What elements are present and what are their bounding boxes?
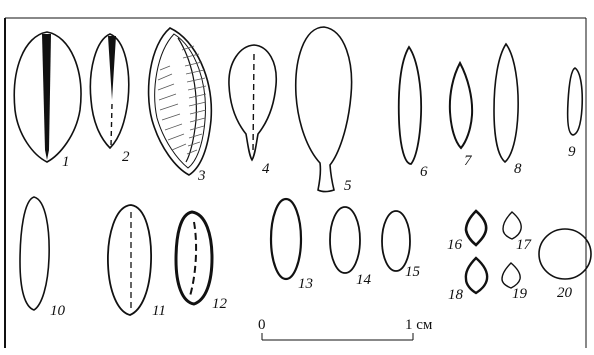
specimen-1 — [13, 31, 82, 163]
label-specimen-10: 10 — [50, 303, 65, 319]
label-specimen-3: 3 — [198, 168, 206, 184]
label-specimen-19: 19 — [512, 286, 527, 302]
label-specimen-2: 2 — [122, 149, 130, 165]
label-specimen-16: 16 — [447, 237, 462, 253]
specimen-12 — [174, 210, 214, 306]
specimen-9 — [566, 67, 584, 136]
specimen-11 — [107, 204, 152, 316]
label-specimen-13: 13 — [298, 276, 313, 292]
label-specimen-4: 4 — [262, 161, 270, 177]
label-specimen-5: 5 — [344, 178, 352, 194]
specimen-10 — [19, 196, 50, 311]
label-specimen-12: 12 — [212, 296, 227, 312]
scale-bar — [261, 333, 414, 341]
label-specimen-14: 14 — [356, 272, 371, 288]
specimen-16 — [464, 209, 488, 247]
label-specimen-1: 1 — [62, 154, 70, 170]
specimen-3 — [147, 27, 213, 176]
specimen-20 — [538, 228, 592, 280]
specimen-6 — [397, 45, 423, 165]
label-specimen-8: 8 — [514, 161, 522, 177]
label-specimen-18: 18 — [448, 287, 463, 303]
specimen-2 — [89, 33, 130, 150]
specimen-19 — [501, 262, 521, 289]
label-specimen-17: 17 — [516, 237, 531, 253]
specimen-15 — [381, 210, 411, 272]
specimen-14 — [329, 206, 361, 274]
specimen-4 — [228, 44, 278, 162]
label-specimen-6: 6 — [420, 164, 428, 180]
label-specimen-9: 9 — [568, 144, 576, 160]
specimen-17 — [502, 211, 522, 240]
scale-end-label: 1 см — [405, 317, 433, 333]
label-specimen-11: 11 — [152, 303, 166, 319]
specimen-7 — [448, 60, 474, 150]
scale-start-label: 0 — [258, 317, 266, 333]
label-specimen-7: 7 — [464, 153, 472, 169]
specimen-18 — [464, 256, 489, 295]
specimen-5 — [294, 26, 353, 193]
specimen-8 — [493, 42, 519, 164]
label-specimen-20: 20 — [557, 285, 572, 301]
label-specimen-15: 15 — [405, 264, 420, 280]
specimen-13 — [269, 197, 303, 281]
